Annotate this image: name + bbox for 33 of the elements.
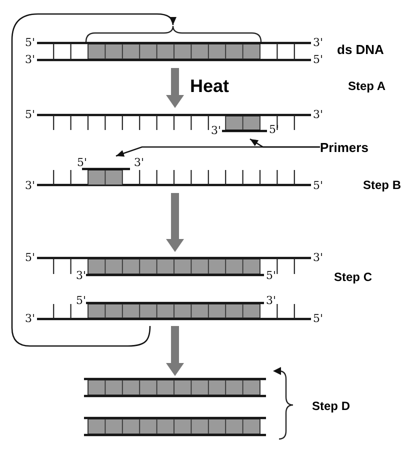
step-label: Step B bbox=[363, 178, 402, 192]
strand-end-label: 5' bbox=[269, 124, 280, 136]
strand-end-label: 5' bbox=[313, 54, 324, 66]
strand-end-label: 3' bbox=[134, 157, 144, 169]
strand-end-label: 5' bbox=[266, 270, 276, 282]
step-label: Step C bbox=[334, 270, 372, 284]
block-arrow bbox=[166, 326, 184, 376]
strand-end-label: 5' bbox=[25, 37, 36, 49]
loop-arrow bbox=[11, 13, 176, 347]
strand-end-label: 5' bbox=[25, 109, 36, 121]
strand-end-label: 3' bbox=[25, 313, 36, 325]
strand-end-label: 3' bbox=[313, 252, 324, 264]
strand-end-label: 5' bbox=[77, 157, 88, 169]
strand-end-label: 5' bbox=[313, 180, 324, 192]
strand-end-label: 3' bbox=[76, 270, 86, 282]
step-label: Step D bbox=[312, 399, 350, 413]
strand-end-label: 3' bbox=[313, 37, 324, 49]
strand-end-label: 3' bbox=[25, 54, 36, 66]
dna-double-strand bbox=[82, 376, 268, 400]
strand-end-label: 3' bbox=[313, 109, 324, 121]
caption-label: ds DNA bbox=[337, 42, 384, 57]
strand-end-label: 5' bbox=[25, 252, 36, 264]
strand-end-label: 3' bbox=[266, 295, 276, 307]
strand-end-label: 3' bbox=[211, 125, 222, 137]
strand-end-label: 3' bbox=[25, 180, 36, 192]
block-arrow bbox=[166, 68, 184, 108]
dna-double-strand bbox=[82, 415, 268, 439]
strand-end-label: 5' bbox=[313, 313, 324, 325]
block-arrow bbox=[166, 193, 184, 252]
callout-label: Primers bbox=[320, 140, 368, 155]
leader-line bbox=[116, 146, 320, 157]
step-label: Step A bbox=[348, 79, 386, 93]
strand-end-label: 5' bbox=[76, 295, 86, 307]
